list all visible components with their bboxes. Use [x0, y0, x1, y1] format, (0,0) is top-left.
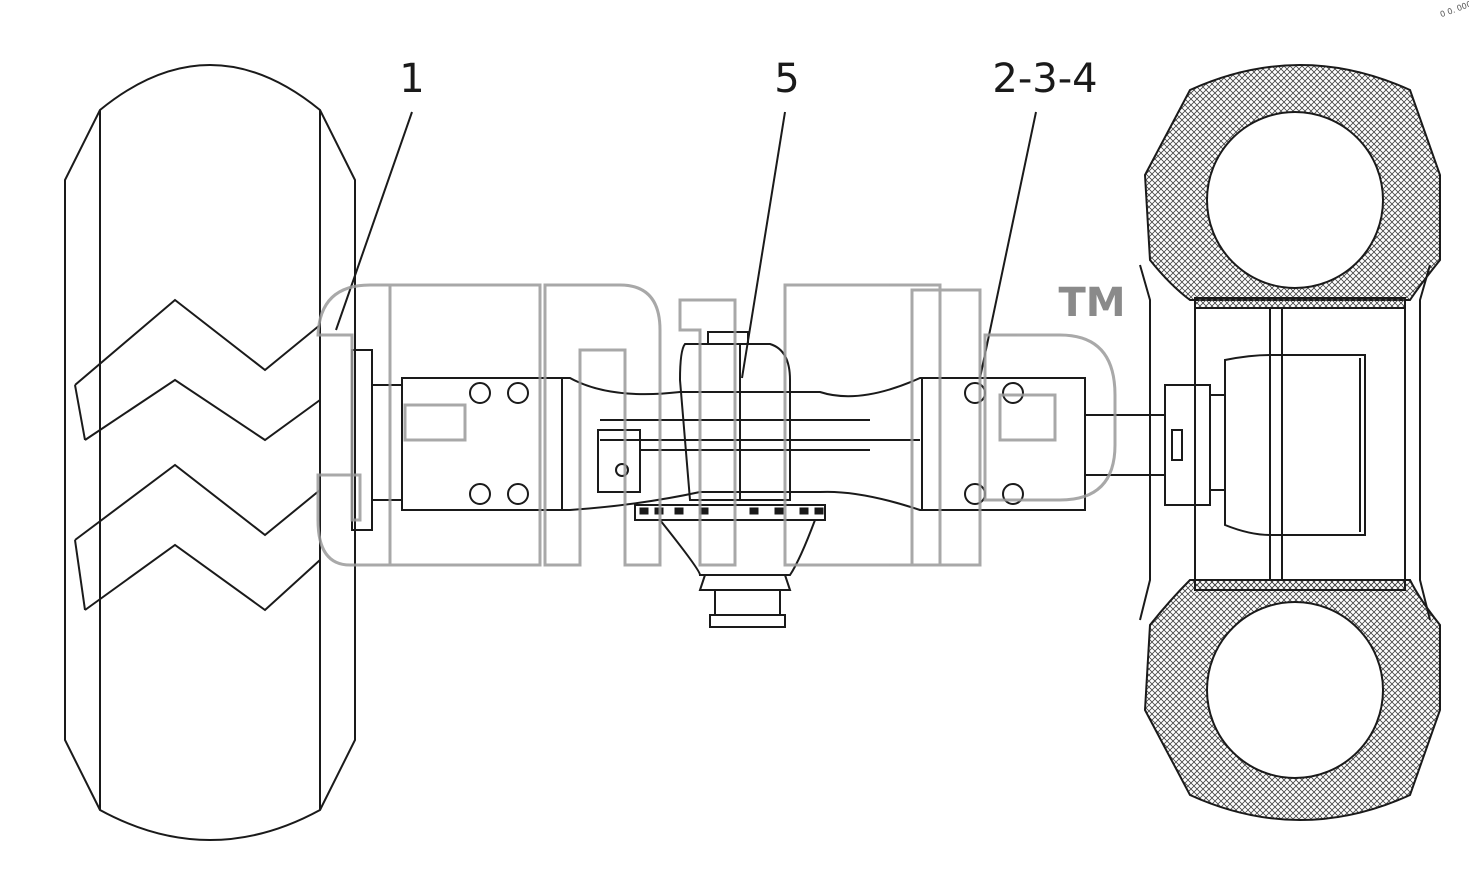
tire-tread — [74, 298, 321, 612]
watermark-logo — [316, 283, 1117, 567]
watermark-tm: TM — [1058, 280, 1125, 326]
left-tire — [64, 64, 356, 841]
callout-5: 5 — [774, 56, 799, 102]
right-shaft — [1085, 354, 1366, 536]
diff-bolt-row — [639, 507, 824, 515]
callout-1: 1 — [399, 56, 424, 102]
leader-5 — [741, 111, 786, 379]
leader-234 — [979, 111, 1037, 379]
corner-mark: 0 0. 000 — [1439, 0, 1469, 19]
differential-housing — [634, 331, 826, 628]
callout-2-3-4: 2-3-4 — [992, 56, 1097, 102]
axle-housing — [401, 377, 1086, 511]
leader-lines — [335, 111, 1037, 379]
leader-1 — [335, 111, 413, 331]
right-wheel-section — [1139, 64, 1441, 821]
